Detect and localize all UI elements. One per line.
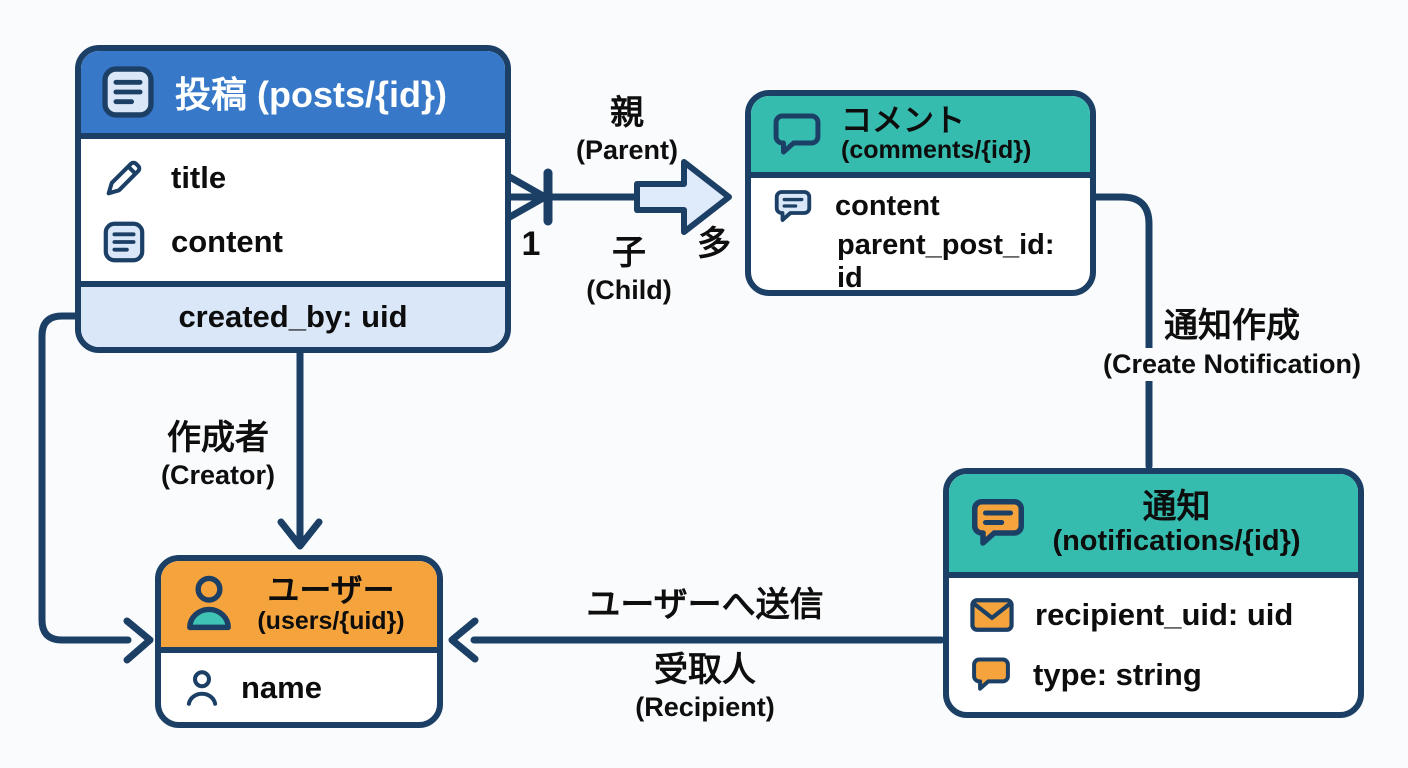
person-icon xyxy=(179,572,239,636)
crows-foot-many-marker xyxy=(504,172,549,222)
users-subtitle: (users/{uid}) xyxy=(257,606,405,635)
speech-bubble-lines-icon xyxy=(771,185,815,227)
block-arrow-right-icon xyxy=(634,159,732,235)
send-to-user-label-jp: ユーザーへ送信 xyxy=(586,586,824,624)
field-label: title xyxy=(171,160,227,195)
entity-comments: コメント (comments/{id}) content parent_post… xyxy=(745,90,1096,296)
pencil-icon xyxy=(101,155,147,201)
field-label: content xyxy=(171,224,283,259)
users-header: ユーザー (users/{uid}) xyxy=(161,561,437,653)
field-label: name xyxy=(241,669,322,705)
create-notification-connector xyxy=(1092,193,1153,470)
child-label-en: (Child) xyxy=(586,275,672,305)
cardinality-one-label: 1 xyxy=(521,225,541,263)
entity-posts: 投稿 (posts/{id}) title xyxy=(75,45,511,353)
person-outline-icon xyxy=(181,666,223,710)
speech-bubble-icon xyxy=(969,655,1013,695)
notifications-field-type: type: string xyxy=(949,645,1358,705)
comments-header: コメント (comments/{id}) xyxy=(751,96,1090,178)
comments-field-content: content xyxy=(751,178,1090,234)
document-lines-icon xyxy=(99,63,157,121)
create-notification-label-en: (Create Notification) xyxy=(1094,348,1370,381)
entity-notifications: 通知 (notifications/{id}) recipient_uid: u… xyxy=(943,468,1364,718)
posts-field-title: title xyxy=(81,146,505,210)
cardinality-many-label: 多 xyxy=(697,225,731,263)
speech-bubble-lines-icon xyxy=(967,493,1029,553)
posts-field-content: content xyxy=(81,210,505,274)
parent-label-jp: 親 xyxy=(610,94,644,132)
field-label: parent_post_id: id xyxy=(837,229,1055,294)
notifications-title: 通知 xyxy=(1142,487,1211,526)
parent-label-en: (Parent) xyxy=(575,135,679,165)
arrowhead-left-icon xyxy=(448,617,479,663)
arrowhead-down-icon xyxy=(277,518,323,550)
posts-header: 投稿 (posts/{id}) xyxy=(81,51,505,139)
send-to-user-connector xyxy=(448,617,945,663)
field-label: recipient_uid: uid xyxy=(1035,597,1294,632)
notifications-header: 通知 (notifications/{id}) xyxy=(949,474,1358,578)
created-by-loop-connector xyxy=(38,312,154,664)
child-label-jp: 子 xyxy=(612,234,646,272)
comments-title: コメント xyxy=(841,102,965,138)
posts-key-created-by: created_by: uid xyxy=(81,281,505,347)
recipient-label-en: (Recipient) xyxy=(635,692,775,722)
creator-label-jp: 作成者 xyxy=(167,419,269,457)
notifications-field-recipient: recipient_uid: uid xyxy=(949,585,1358,645)
document-lines-icon xyxy=(101,219,147,265)
users-title: ユーザー xyxy=(267,572,395,609)
recipient-label-jp: 受取人 xyxy=(654,651,756,689)
comments-subtitle: (comments/{id}) xyxy=(841,136,1032,165)
envelope-icon xyxy=(969,596,1015,634)
users-field-name: name xyxy=(161,653,437,722)
field-label: type: string xyxy=(1033,657,1202,692)
creator-connector xyxy=(277,346,323,550)
notifications-subtitle: (notifications/{id}) xyxy=(1052,524,1301,557)
arrowhead-right-icon xyxy=(123,617,154,664)
speech-bubble-icon xyxy=(769,107,825,161)
comments-field-parent-post-id: parent_post_id: id xyxy=(751,229,1090,290)
field-label: content xyxy=(835,189,940,222)
creator-label-en: (Creator) xyxy=(160,460,276,490)
parent-child-connector xyxy=(504,168,642,226)
entity-users: ユーザー (users/{uid}) name xyxy=(155,555,443,728)
create-notification-label-jp: 通知作成 xyxy=(1156,306,1308,346)
posts-title: 投稿 (posts/{id}) xyxy=(175,74,448,115)
